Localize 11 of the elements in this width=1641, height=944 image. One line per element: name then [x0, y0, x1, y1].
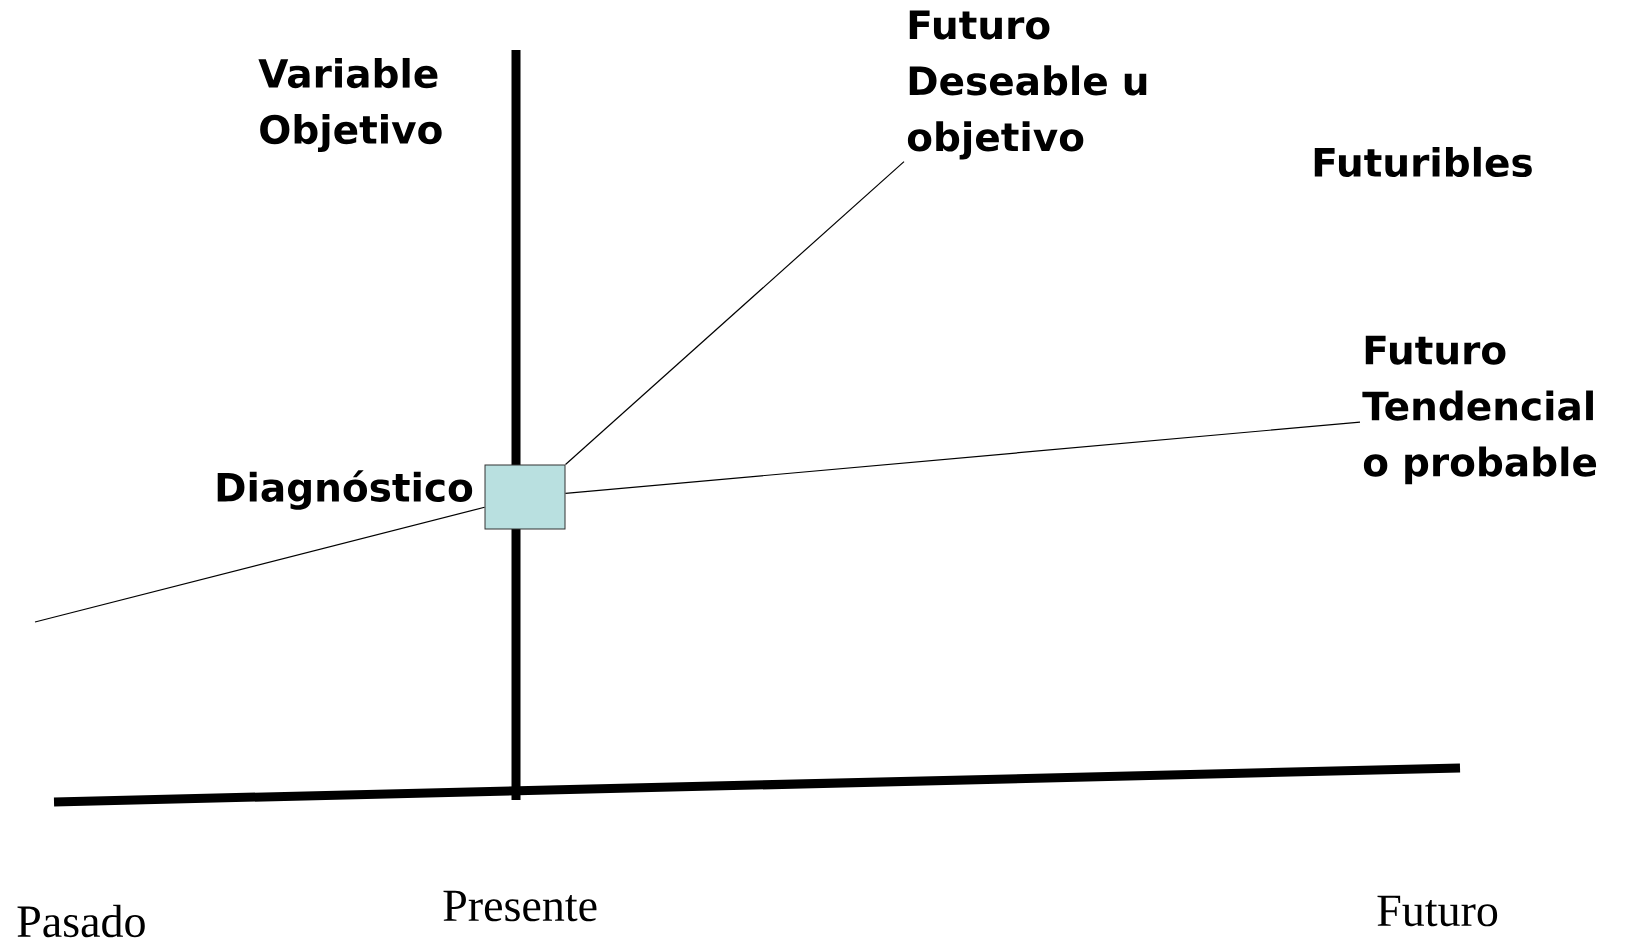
line [564, 161, 905, 466]
text-label: Futuribles [1314, 146, 1532, 178]
line [564, 421, 1361, 494]
line [34, 506, 486, 623]
node-label: Diagnóstico [217, 470, 473, 510]
text-label: Pasado [17, 904, 145, 938]
text-label: Futuro Tendencial o probable [1362, 335, 1597, 485]
text-label: Futuro [1377, 895, 1498, 927]
text-label: Presente [443, 890, 597, 922]
text-label: Variable Objetivo [258, 57, 442, 153]
text-label: Futuro Deseable u objetivo [907, 10, 1147, 160]
